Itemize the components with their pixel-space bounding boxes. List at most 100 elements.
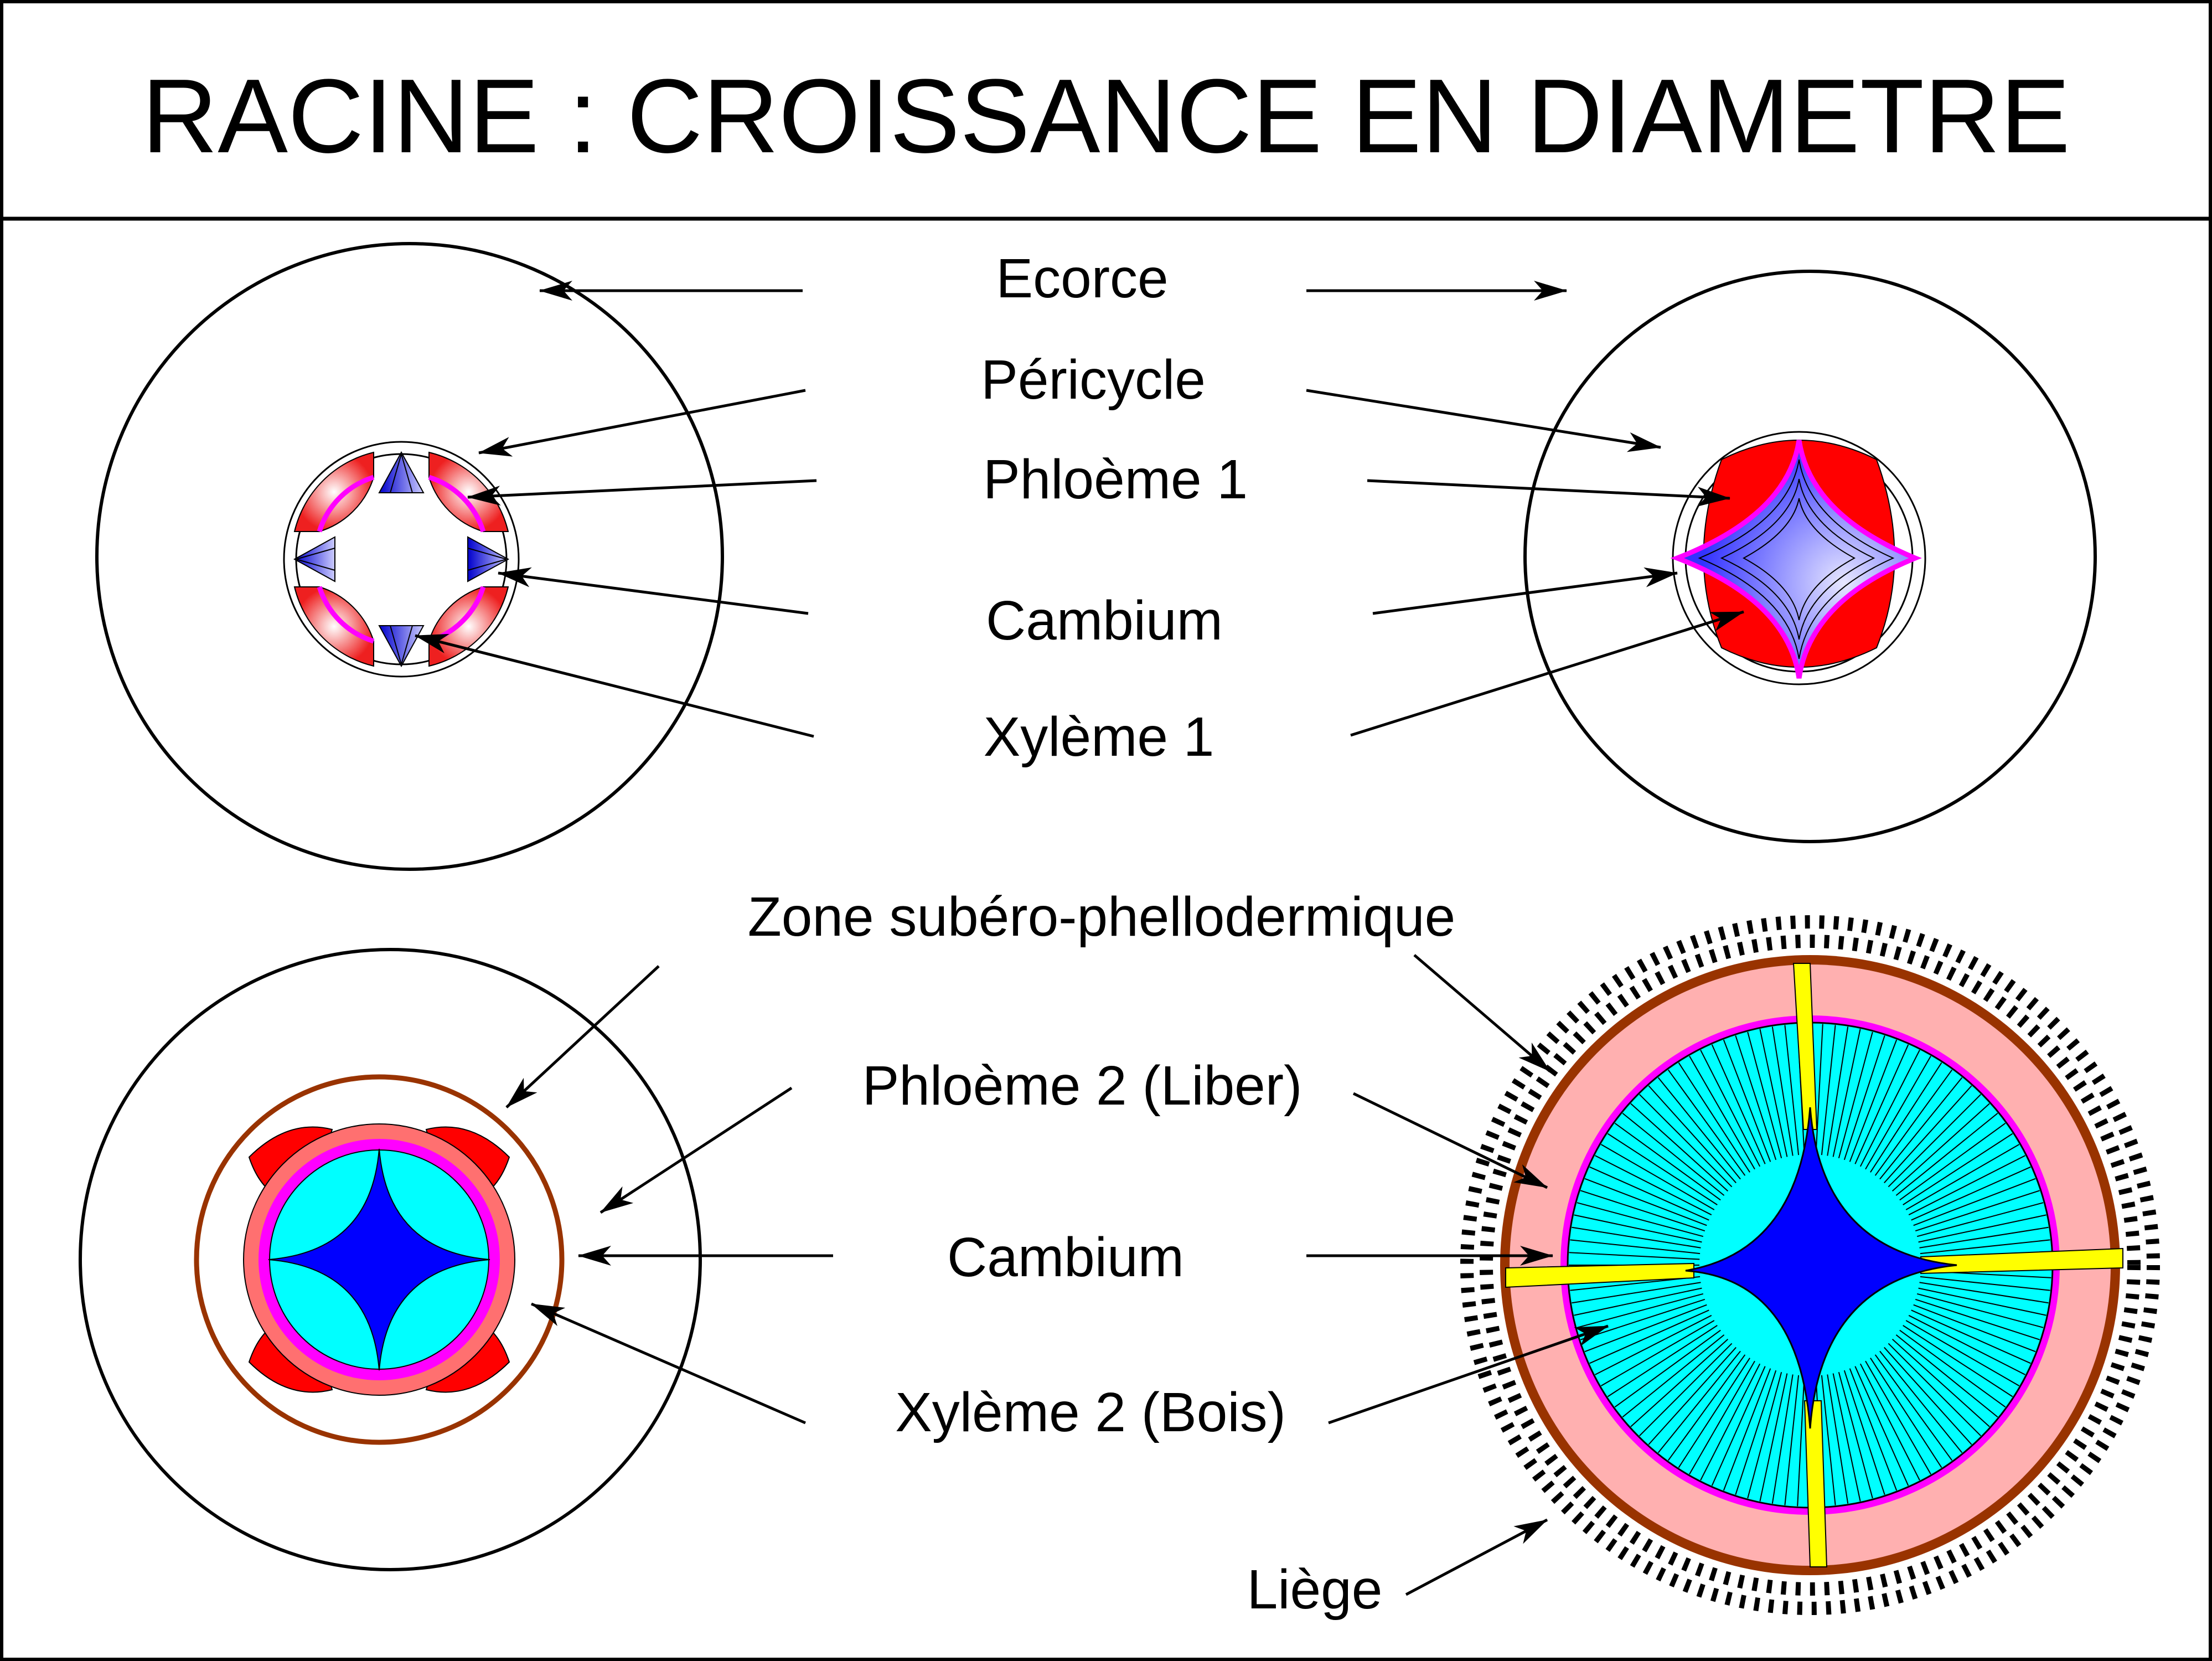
xylem1-asteroid-mature xyxy=(1685,1107,1957,1429)
xylem-ray-line xyxy=(1657,1077,1741,1180)
xylem-ray-line xyxy=(1580,1190,1705,1232)
xylem-ray-line xyxy=(1589,1309,1709,1364)
xylem-ray-line xyxy=(1920,1239,2050,1255)
xylem-ray-line xyxy=(1797,1375,1805,1507)
xylem-ray-line xyxy=(1639,1093,1733,1188)
xylem-ray-line xyxy=(1572,1282,1701,1304)
cambium-arcs xyxy=(317,474,486,644)
xylem-ray-line xyxy=(1884,1085,1972,1184)
xylem-ray-line xyxy=(1849,1368,1898,1491)
xylem-ray-line xyxy=(1859,1363,1920,1481)
xylem-ray-line xyxy=(1915,1298,2040,1340)
xylem1-fans xyxy=(293,451,510,668)
xylem-ray-line xyxy=(1838,1031,1873,1159)
xylem-ray-line xyxy=(1903,1325,2013,1397)
xylem-ray-line xyxy=(1570,1239,1701,1255)
xylem-ray-line xyxy=(1879,1077,1963,1180)
label-pericycle: Péricycle xyxy=(981,349,1206,411)
xylem2-rays xyxy=(1569,1024,2051,1507)
xylem-ray-line xyxy=(1574,1287,1702,1316)
xylem-ray-line xyxy=(1735,1370,1777,1495)
label-cambium-bottom: Cambium xyxy=(947,1226,1184,1288)
xylem-ray-line xyxy=(1735,1035,1777,1160)
label-xyleme1: Xylème 1 xyxy=(984,706,1214,768)
xylem-ray-line xyxy=(1689,1055,1755,1170)
label-xyleme2: Xylème 2 (Bois) xyxy=(895,1381,1286,1443)
xylem-ray-line xyxy=(1870,1358,1942,1468)
xylem-ray-line xyxy=(1827,1026,1849,1156)
label-cambium-top: Cambium xyxy=(986,590,1223,652)
page-title: RACINE : CROISSANCE EN DIAMETRE xyxy=(142,58,2070,175)
xylem-ray-line xyxy=(1667,1354,1746,1461)
xylem-ray-line xyxy=(1574,1214,1702,1243)
xylem-ray-line xyxy=(1911,1166,2031,1221)
xylem-ray-line xyxy=(1854,1366,1909,1486)
xylem-ray-line xyxy=(1821,1375,1836,1505)
xylem-ray-line xyxy=(1678,1358,1750,1468)
xylem-ray-line xyxy=(1888,1093,1982,1188)
xylem-ray-line xyxy=(1865,1055,1931,1170)
xylem-ray-line xyxy=(1918,1287,2046,1316)
xylem-ray-line xyxy=(1572,1226,1701,1249)
xylem-ray-line xyxy=(1905,1144,2020,1210)
xylem-ray-line xyxy=(1584,1178,1707,1226)
xylem-ray-line xyxy=(1614,1122,1721,1201)
xylem-ray-line xyxy=(1838,1371,1873,1499)
xylem-ray-line xyxy=(1771,1026,1794,1156)
xylem-ray-line xyxy=(1784,1025,1800,1156)
xylem-ray-line xyxy=(1832,1029,1861,1157)
xylem-ray-line xyxy=(1759,1373,1788,1502)
xylem-ray-line xyxy=(1891,1339,1990,1427)
xylem-ray-line xyxy=(1600,1320,1715,1386)
xylem-ray-line xyxy=(1854,1044,1909,1164)
xylem-ray-line xyxy=(1891,1103,1990,1191)
xylem-ray-line xyxy=(1657,1350,1741,1453)
xylem-ray-line xyxy=(1903,1133,2013,1205)
label-ecorce: Ecorce xyxy=(996,247,1168,309)
xylem-ray-line xyxy=(1874,1354,1953,1461)
xylem-ray-line xyxy=(1919,1226,2049,1249)
xylem-ray-line xyxy=(1895,1334,1998,1418)
label-liege: Liège xyxy=(1247,1559,1383,1621)
xylem-ray-line xyxy=(1614,1329,1721,1408)
xylem-ray-line xyxy=(1569,1252,1700,1260)
xylem-ray-line xyxy=(1648,1347,1736,1445)
root-secondary-section xyxy=(79,948,702,1571)
xylem-ray-line xyxy=(1700,1050,1761,1167)
label-phloeme1: Phloème 1 xyxy=(983,448,1248,510)
xylem-ray-line xyxy=(1607,1325,1718,1397)
xylem-asteroid-early xyxy=(1670,440,1922,679)
xylem-ray-line xyxy=(1759,1029,1788,1157)
xylem-ray-line xyxy=(1678,1062,1750,1173)
xylem-growth-lines xyxy=(1698,459,1895,659)
root-primary-section xyxy=(95,242,724,871)
xylem-ray-line xyxy=(1577,1202,1704,1237)
xylem-ray-line xyxy=(1919,1282,2049,1304)
xylem-ray-line xyxy=(1723,1368,1771,1491)
xylem-ray-line xyxy=(1849,1039,1898,1162)
xylem-ray-line xyxy=(1577,1293,1704,1328)
xylem-ray-line xyxy=(1589,1166,1709,1221)
xylem-ray-line xyxy=(1747,1031,1782,1159)
liege-ring-inner xyxy=(1480,935,2141,1596)
xylem-ray-line xyxy=(1827,1374,1849,1504)
xylem-ray-line xyxy=(1916,1293,2044,1328)
xylem-ray-line xyxy=(1920,1276,2050,1291)
xylem-ray-line xyxy=(1899,1122,2006,1201)
xylem-ray-line xyxy=(1911,1309,2031,1364)
xylem-ray-line xyxy=(1771,1374,1794,1504)
xylem-ray-line xyxy=(1622,1334,1725,1418)
xylem-ray-line xyxy=(1843,1035,1885,1160)
xylem-ray-line xyxy=(1918,1214,2046,1243)
xylem-ray-line xyxy=(1913,1178,2036,1226)
xylem-ray-line xyxy=(1916,1202,2044,1237)
xylem-ray-line xyxy=(1711,1366,1766,1486)
label-phloeme2: Phloème 2 (Liber) xyxy=(862,1055,1303,1117)
xylem-ray-line xyxy=(1874,1069,1953,1176)
xylem-ray-line xyxy=(1747,1371,1782,1499)
xylem-ray-line xyxy=(1700,1363,1761,1481)
xylem-ray-line xyxy=(1888,1343,1982,1437)
xylem-ray-line xyxy=(1667,1069,1746,1176)
